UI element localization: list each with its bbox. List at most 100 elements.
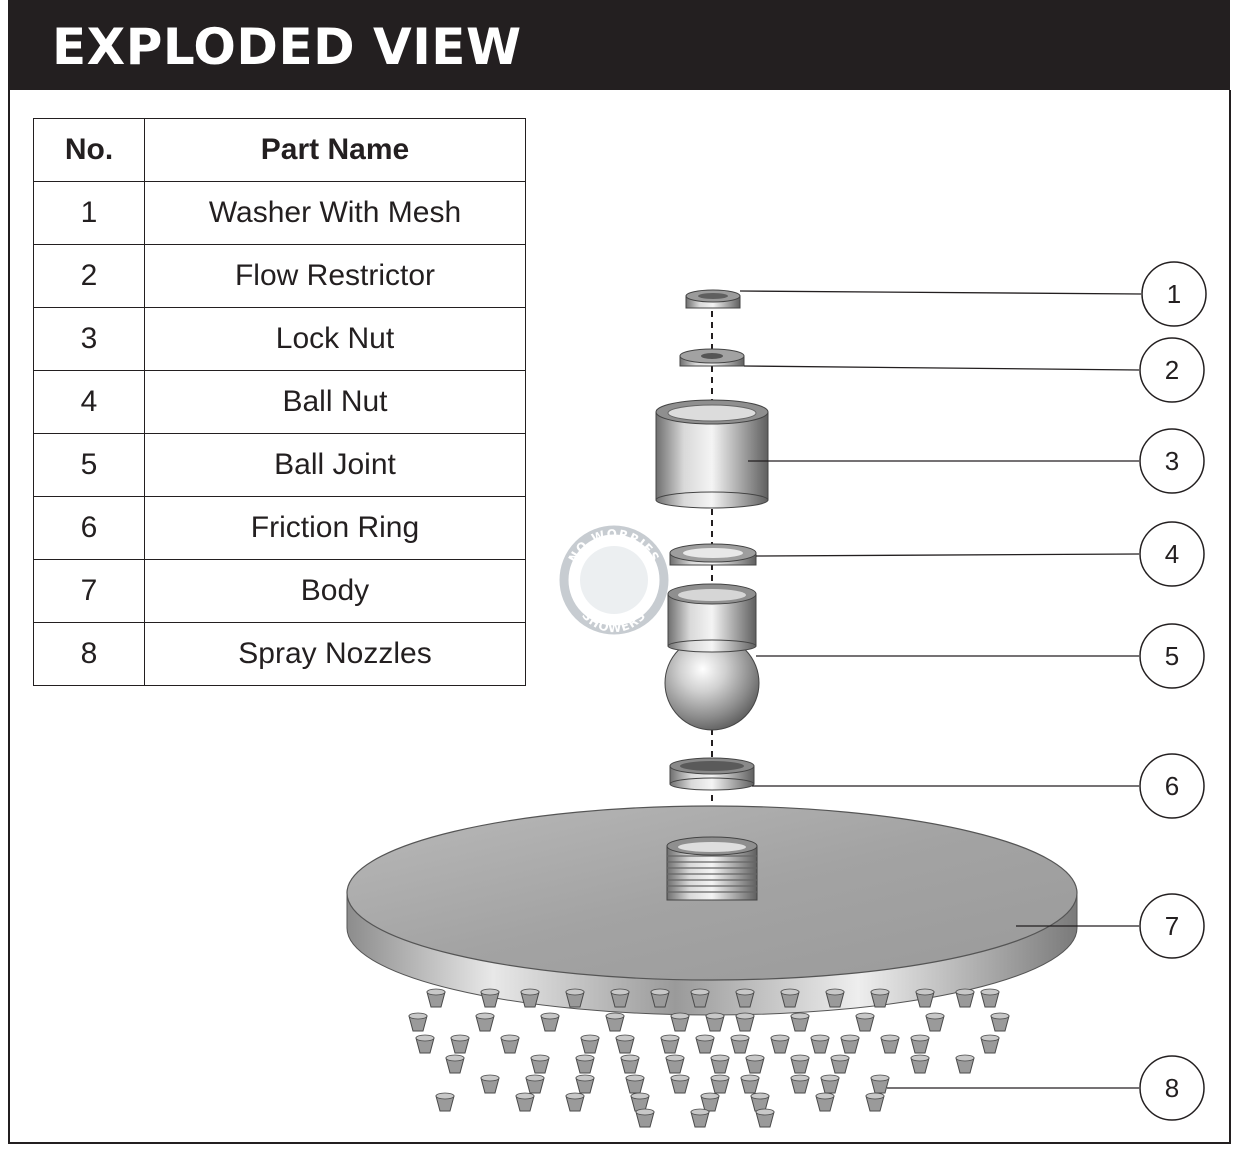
spray-nozzles-part (408, 988, 1010, 1128)
spray-nozzle-top (480, 1074, 500, 1082)
watermark-logo: NO WORRIES SHOWERS (559, 525, 669, 635)
lock-nut-part (655, 399, 769, 509)
friction-ring-part (669, 757, 755, 791)
row-no: 4 (33, 370, 145, 434)
spray-nozzle-top (515, 1092, 535, 1100)
callout-label: 7 (1165, 911, 1179, 941)
spray-nozzle-top (740, 1074, 760, 1082)
callout-label: 4 (1165, 539, 1179, 569)
spray-nozzle-top (730, 1034, 750, 1042)
spray-nozzle-top (980, 1034, 1000, 1042)
spray-nozzle-top (610, 988, 630, 996)
spray-nozzle-top (810, 1034, 830, 1042)
spray-nozzle-top (475, 1012, 495, 1020)
spray-nozzle-top (690, 988, 710, 996)
spray-nozzle-top (620, 1054, 640, 1062)
callout-label: 6 (1165, 771, 1179, 801)
spray-nozzle-top (635, 1108, 655, 1116)
callout-4: 4 (1139, 521, 1205, 587)
spray-nozzle-top (815, 1092, 835, 1100)
spray-nozzle-top (750, 1092, 770, 1100)
spray-nozzle-top (480, 988, 500, 996)
spray-nozzle-top (700, 1092, 720, 1100)
spray-nozzle-top (426, 988, 446, 996)
callout-label: 2 (1165, 355, 1179, 385)
spray-nozzle-top (855, 1012, 875, 1020)
spray-nozzle-top (780, 988, 800, 996)
content-frame (8, 90, 1231, 1144)
spray-nozzle-top (670, 1012, 690, 1020)
spray-nozzle-top (710, 1074, 730, 1082)
spray-nozzle-top (790, 1054, 810, 1062)
spray-nozzle-top (770, 1034, 790, 1042)
spray-nozzle-top (435, 1092, 455, 1100)
spray-nozzle-top (630, 1092, 650, 1100)
spray-nozzle-top (520, 988, 540, 996)
spray-nozzle-top (670, 1074, 690, 1082)
row-part-name: Washer With Mesh (144, 181, 526, 245)
spray-nozzle-top (450, 1034, 470, 1042)
body-part (346, 805, 1078, 1016)
spray-nozzle-top (755, 1108, 775, 1116)
washer-with-mesh-part (685, 289, 741, 309)
row-no: 6 (33, 496, 145, 560)
spray-nozzle-top (790, 1074, 810, 1082)
row-no: 3 (33, 307, 145, 371)
spray-nozzle-top (820, 1074, 840, 1082)
callout-6: 6 (1139, 753, 1205, 819)
spray-nozzle-top (865, 1092, 885, 1100)
spray-nozzle-top (825, 988, 845, 996)
row-no: 2 (33, 244, 145, 308)
spray-nozzle-top (980, 988, 1000, 996)
callout-2: 2 (1139, 337, 1205, 403)
row-no: 8 (33, 622, 145, 686)
row-part-name: Flow Restrictor (144, 244, 526, 308)
row-part-name: Spray Nozzles (144, 622, 526, 686)
spray-nozzle-top (990, 1012, 1010, 1020)
callout-label: 3 (1165, 446, 1179, 476)
row-no: 7 (33, 559, 145, 623)
callout-label: 8 (1165, 1073, 1179, 1103)
header-part-name: Part Name (144, 118, 526, 182)
spray-nozzle-top (615, 1034, 635, 1042)
callout-7: 7 (1139, 893, 1205, 959)
spray-nozzle-top (605, 1012, 625, 1020)
spray-nozzle-top (955, 988, 975, 996)
page-title: EXPLODED VIEW (52, 18, 522, 76)
header-bar: EXPLODED VIEW (8, 0, 1230, 90)
flow-restrictor-part (679, 348, 745, 367)
row-part-name: Ball Joint (144, 433, 526, 497)
row-part-name: Ball Nut (144, 370, 526, 434)
row-no: 1 (33, 181, 145, 245)
spray-nozzle-top (565, 1092, 585, 1100)
spray-nozzle-top (530, 1054, 550, 1062)
spray-nozzle-top (690, 1108, 710, 1116)
row-no: 5 (33, 433, 145, 497)
callout-label: 1 (1167, 279, 1181, 309)
spray-nozzle-top (500, 1034, 520, 1042)
spray-nozzle-top (445, 1054, 465, 1062)
spray-nozzle-top (735, 1012, 755, 1020)
spray-nozzle-top (925, 1012, 945, 1020)
spray-nozzle-top (830, 1054, 850, 1062)
spray-nozzle-top (870, 988, 890, 996)
spray-nozzle-top (575, 1054, 595, 1062)
thread-lines (667, 855, 757, 893)
spray-nozzle-top (745, 1054, 765, 1062)
callout-label: 5 (1165, 641, 1179, 671)
spray-nozzle-top (565, 988, 585, 996)
spray-nozzle-top (840, 1034, 860, 1042)
callout-1: 1 (1141, 261, 1207, 327)
spray-nozzle-top (650, 988, 670, 996)
spray-nozzle-top (880, 1034, 900, 1042)
spray-nozzle-top (575, 1074, 595, 1082)
spray-nozzle-top (910, 1054, 930, 1062)
spray-nozzle-top (955, 1054, 975, 1062)
